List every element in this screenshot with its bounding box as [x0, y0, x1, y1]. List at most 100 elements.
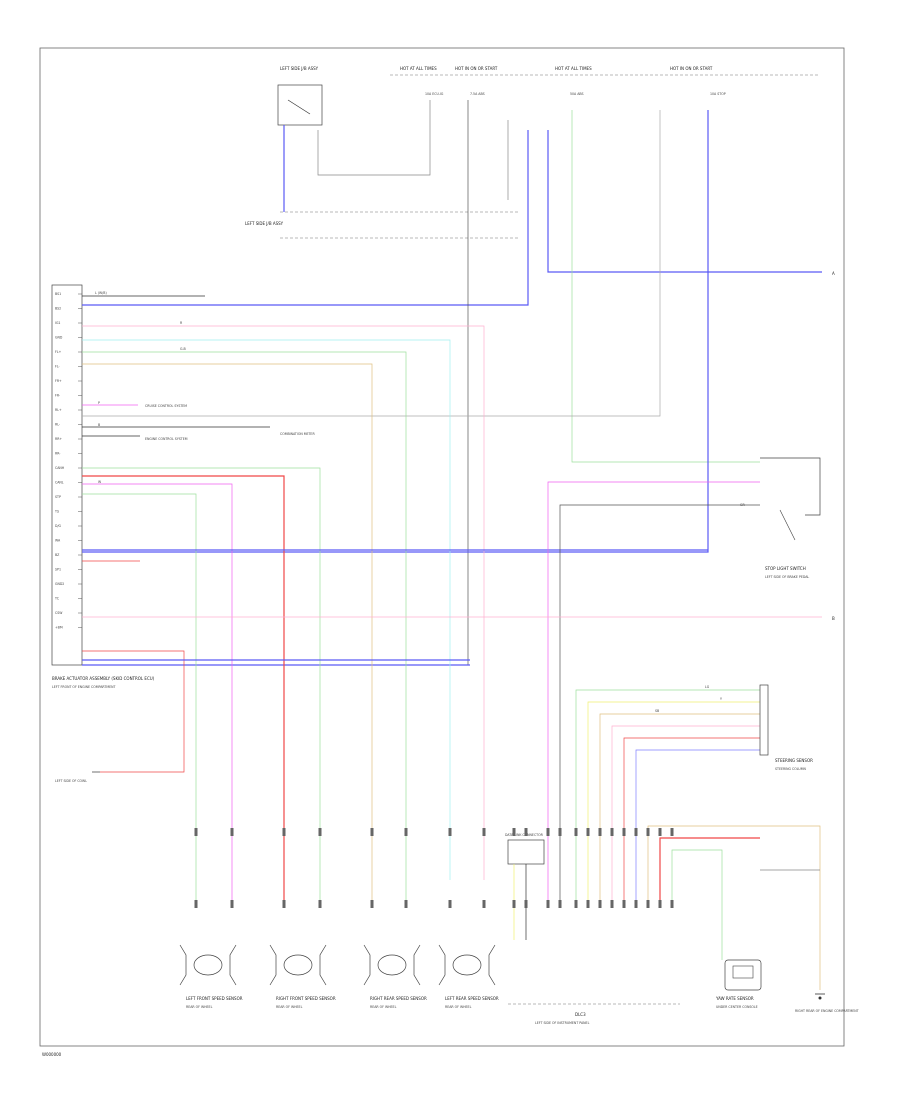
wire-pink-ig1: [82, 325, 485, 880]
connector-pin: [448, 828, 452, 836]
steering-sub-label: STEERING COLUMN: [775, 767, 806, 771]
sensor-body: [452, 954, 482, 976]
wire-green-fr: [82, 493, 197, 900]
wire-green-rl: [82, 467, 321, 900]
speed-sensor-label: RIGHT REAR SPEED SENSOR: [370, 996, 427, 1001]
connector-pin: [634, 828, 638, 836]
actuator-pin-label: FL-: [55, 365, 60, 369]
connector-pin: [318, 900, 322, 908]
top-fuse-sub-1: 10A ECU-IG: [425, 92, 444, 96]
wire-green-stop: [571, 110, 760, 463]
connector-pin: [622, 900, 626, 908]
speed-sensor-label: LEFT REAR SPEED SENSOR: [445, 996, 499, 1001]
actuator-pins: BS1BS2IG1GNDFL+FL-FR+FR-RL+RL-RR+RR-CANH…: [54, 292, 82, 630]
wire-code-9: SB: [655, 709, 659, 713]
sensor-bracket: [179, 944, 237, 986]
meter-2-label: ENGINE CONTROL SYSTEM: [145, 437, 188, 441]
actuator-pin-label: IG1: [55, 321, 60, 325]
actuator-pin-label: GND: [55, 336, 63, 340]
actuator-pin-label: BZ: [55, 553, 60, 557]
edge-mark-a: A: [832, 271, 835, 276]
actuator-pin-label: WA: [55, 539, 61, 543]
actuator-pin-label: GND2: [55, 582, 64, 586]
connector-pin: [610, 828, 614, 836]
actuator-main-label: BRAKE ACTUATOR ASSEMBLY (SKID CONTROL EC…: [52, 676, 155, 681]
connector-pin: [622, 828, 626, 836]
connector-pin: [482, 900, 486, 908]
connector-pin: [658, 828, 662, 836]
wire-blue-stop: [82, 110, 709, 553]
stop-switch-label: STOP LIGHT SWITCH: [765, 566, 806, 571]
actuator-pin-label: BS2: [55, 307, 61, 311]
wire-grey-ecuig: [317, 100, 431, 176]
speed-sensor-sub-label: REAR OF WHEEL: [445, 1005, 472, 1009]
wire-code-10: LG: [705, 685, 710, 689]
left-junction-outline: [280, 211, 520, 239]
sensor-body: [377, 954, 407, 976]
meter-1-label: COMBINATION METER: [280, 432, 315, 436]
yaw-sensor: YAW RATE SENSOR UNDER CENTER CONSOLE: [715, 959, 762, 1009]
connector-pin: [558, 900, 562, 908]
wire-tan-fl: [82, 363, 373, 900]
speed-sensor-sub-label: REAR OF WHEEL: [370, 1005, 397, 1009]
left-junction-label: LEFT SIDE J/B ASSY: [245, 221, 284, 226]
wire-white-stop: [82, 110, 661, 417]
wire-code-6: W: [98, 480, 102, 484]
connector-pin: [670, 828, 674, 836]
edge-mark-b: B: [832, 616, 835, 621]
ground-left: LEFT SIDE OF COWL: [55, 771, 100, 783]
connector-pin: [598, 900, 602, 908]
wire-red-rr: [82, 475, 285, 900]
wire-blue-steer: [635, 749, 760, 900]
top-fuse-sub-4: 10A STOP: [710, 92, 726, 96]
top-fuse-label-4: HOT IN ON OR START: [670, 66, 713, 71]
wire-cyan-gnd: [82, 339, 451, 880]
connector-pin: [230, 828, 234, 836]
ground-right: RIGHT REAR OF ENGINE COMPARTMENT: [795, 993, 859, 1013]
connector-pin: [610, 900, 614, 908]
connector-pin: [282, 900, 286, 908]
connector-pin: [670, 900, 674, 908]
connector-pin: [634, 900, 638, 908]
wire-red-gnd2: [82, 650, 185, 773]
yaw-sub-label: UNDER CENTER CONSOLE: [716, 1005, 758, 1009]
actuator-sub-label: LEFT FRONT OF ENGINE COMPARTMENT: [52, 685, 115, 689]
actuator-pin-label: STP: [55, 495, 61, 499]
wire-blue-50a: [547, 130, 822, 273]
connector-pin: [512, 828, 516, 836]
actuator-pin-label: TS: [54, 510, 59, 514]
brake-actuator: BRAKE ACTUATOR ASSEMBLY (SKID CONTROL EC…: [51, 284, 155, 689]
sensor-body: [193, 954, 223, 976]
actuator-pin-label: D/G: [55, 524, 62, 528]
connector-pin: [524, 900, 528, 908]
sensor-bracket: [269, 944, 327, 986]
connector-pin: [546, 828, 550, 836]
dlc-label: DLC3: [575, 1012, 586, 1017]
speed-sensor-4: LEFT REAR SPEED SENSOR REAR OF WHEEL: [438, 944, 499, 1009]
wire-pink-rr: [82, 483, 233, 900]
top-fuse-label-3: HOT AT ALL TIMES: [555, 66, 592, 71]
connector-ticks: [194, 828, 674, 908]
actuator-pin-label: RL-: [55, 423, 60, 427]
connector-pin: [404, 828, 408, 836]
connector-pin: [230, 900, 234, 908]
speed-sensor-label: RIGHT FRONT SPEED SENSOR: [276, 996, 336, 1001]
yaw-label: YAW RATE SENSOR: [715, 996, 754, 1001]
actuator-pin-label: CANH: [55, 466, 65, 470]
connector-pin: [658, 900, 662, 908]
wire-code-4: P: [98, 401, 100, 405]
sensor-bracket: [438, 944, 496, 986]
wire-code-1: L (W/B): [95, 291, 107, 295]
sensor-body: [283, 954, 313, 976]
connector-pin: [586, 828, 590, 836]
actuator-pin-label: FR-: [55, 394, 60, 398]
top-fuse-sub-3: 50A ABS: [570, 92, 584, 96]
connector-pin: [370, 828, 374, 836]
connector-pin: [574, 828, 578, 836]
actuator-pin-label: FL+: [55, 350, 62, 354]
speed-sensor-3: RIGHT REAR SPEED SENSOR REAR OF WHEEL: [363, 944, 427, 1009]
connector-pin: [448, 900, 452, 908]
actuator-pin-label: +BM: [55, 626, 63, 630]
